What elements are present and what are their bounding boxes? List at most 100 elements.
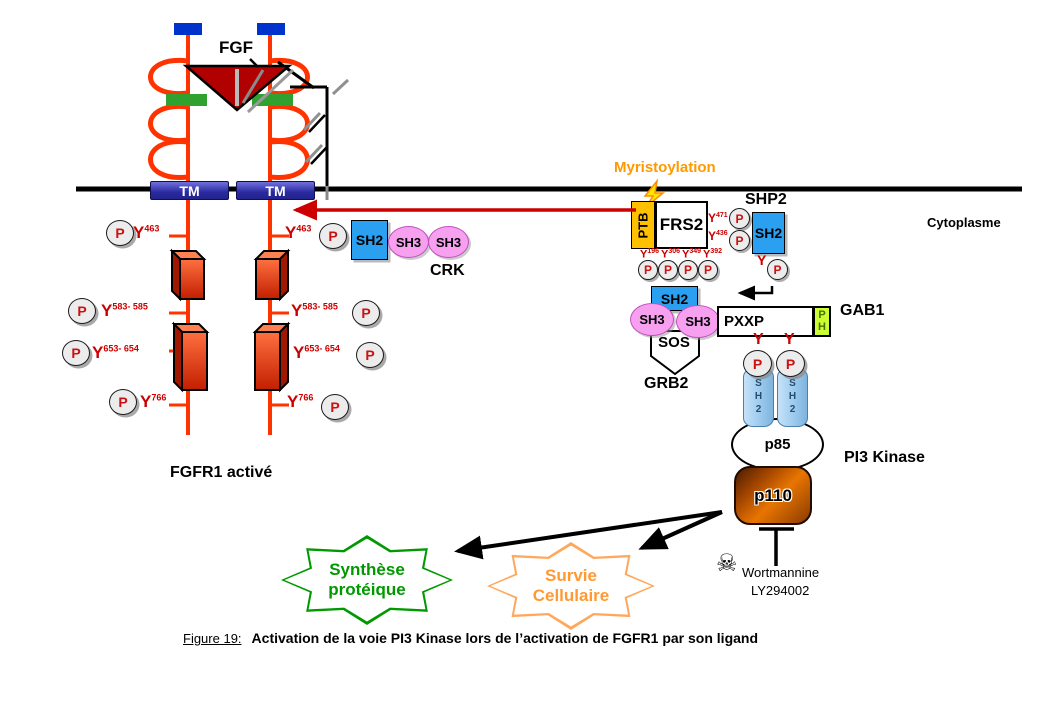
sh3-label: SH3 bbox=[435, 234, 462, 250]
y-letter: Y bbox=[101, 301, 113, 320]
y-number: 653- 654 bbox=[103, 343, 139, 354]
heparin-tick bbox=[331, 78, 350, 96]
phospho-circle: P bbox=[767, 259, 788, 280]
ig-loop bbox=[148, 57, 189, 97]
sh3-label: SH3 bbox=[685, 314, 711, 329]
sh2-letter: 2 bbox=[789, 404, 796, 415]
gab1-y-site: Y bbox=[753, 331, 764, 348]
y-number: 653- 654 bbox=[304, 343, 340, 354]
tm-label: TM bbox=[265, 182, 286, 199]
p-label: P bbox=[330, 399, 340, 415]
grb2-sh3-domain: SH3 bbox=[630, 303, 674, 336]
phospho-circle: P bbox=[106, 220, 134, 246]
caption-text: Activation de la voie PI3 Kinase lors de… bbox=[251, 630, 759, 646]
phospho-circle: P bbox=[62, 340, 90, 366]
p110-label: p110 bbox=[754, 485, 792, 505]
kinase-domain bbox=[179, 258, 205, 300]
p-label: P bbox=[703, 263, 712, 277]
kinase-domain bbox=[254, 331, 281, 391]
phospho-circle: P bbox=[698, 260, 718, 280]
burst-line: Cellulaire bbox=[532, 586, 610, 605]
p-label: P bbox=[683, 263, 692, 277]
y-number: 306 bbox=[668, 248, 681, 255]
p-label: P bbox=[773, 262, 782, 277]
shp2-substrate-y: Y bbox=[757, 252, 767, 268]
y-letter: Y bbox=[708, 229, 717, 243]
kinase-domain bbox=[171, 248, 181, 302]
frs2-site-y471: Y471 bbox=[708, 212, 728, 224]
burst-line: Synthèse bbox=[329, 560, 405, 580]
ph-letter: P bbox=[818, 308, 826, 321]
figure-caption: Figure 19: Activation de la voie PI3 Kina… bbox=[183, 630, 758, 646]
ig-loop bbox=[148, 139, 189, 180]
crk-sh2-domain: SH2 bbox=[351, 220, 388, 260]
sh2-label: SH2 bbox=[754, 225, 783, 241]
y-letter: Y bbox=[293, 343, 305, 362]
myristoylation-label: Myristoylation bbox=[614, 159, 716, 176]
phospho-circle: P bbox=[321, 394, 349, 420]
ly294002-label: LY294002 bbox=[751, 583, 810, 598]
y-letter: Y bbox=[287, 392, 299, 411]
y-number: 766 bbox=[151, 392, 167, 403]
y-number: 196 bbox=[647, 248, 660, 255]
site-y463-left: Y463 bbox=[133, 224, 159, 241]
ptb-label: PTB bbox=[635, 212, 651, 238]
p-label: P bbox=[328, 228, 338, 244]
frs2-label: FRS2 bbox=[659, 215, 704, 234]
sh2-letter: 2 bbox=[755, 404, 762, 415]
p85-subunit: p85 bbox=[731, 418, 824, 471]
tm-domain-left: TM bbox=[150, 181, 229, 200]
shp2-sh2-domain: SH2 bbox=[752, 212, 785, 254]
crk-sh3-domain: SH3 bbox=[428, 226, 469, 258]
phospho-circle: P bbox=[109, 389, 137, 415]
site-y766-left: Y766 bbox=[140, 393, 166, 410]
tm-label: TM bbox=[179, 182, 200, 199]
fgf-pointer-tick bbox=[249, 58, 259, 68]
p-label: P bbox=[365, 347, 375, 363]
crk-label: CRK bbox=[430, 262, 465, 279]
sh2-letter: S bbox=[755, 378, 762, 389]
frs2-box: FRS2 bbox=[655, 201, 708, 249]
fgf-label: FGF bbox=[219, 38, 253, 57]
triangle-shading bbox=[246, 68, 295, 114]
skull-icon: ☠ bbox=[716, 550, 738, 577]
caption-prefix: Figure 19: bbox=[183, 631, 242, 646]
kinase-domain bbox=[279, 321, 289, 393]
p-label: P bbox=[735, 233, 744, 248]
y-number: 349 bbox=[689, 248, 702, 255]
frs2-site-y196: Y196 bbox=[640, 248, 659, 261]
heparin-tick bbox=[308, 114, 326, 133]
phospho-circle: P bbox=[729, 208, 750, 229]
y-letter: Y bbox=[682, 248, 690, 261]
y-number: 463 bbox=[296, 223, 312, 234]
phospho-circle: P bbox=[658, 260, 678, 280]
tm-domain-right: TM bbox=[236, 181, 315, 200]
site-y653-right: Y653- 654 bbox=[293, 344, 340, 361]
phospho-circle: P bbox=[729, 230, 750, 251]
burst-fill bbox=[284, 538, 450, 622]
site-y583-left: Y583- 585 bbox=[101, 302, 148, 319]
cytoplasme-label: Cytoplasme bbox=[927, 215, 1001, 230]
frs2-site-y392: Y392 bbox=[703, 248, 722, 261]
y-number: 463 bbox=[144, 223, 160, 234]
burst-line: protéique bbox=[328, 580, 406, 599]
phospho-circle: P bbox=[743, 350, 772, 377]
kinase-domain bbox=[181, 331, 208, 391]
gab1-label: GAB1 bbox=[840, 302, 885, 319]
sh2-label: SH2 bbox=[660, 290, 689, 307]
fgfr1-active-label: FGFR1 activé bbox=[170, 464, 273, 481]
ph-letter: H bbox=[818, 320, 826, 333]
sh2-letter: H bbox=[754, 391, 763, 402]
p110-subunit: p110 bbox=[734, 466, 812, 525]
grb2-sh3-domain: SH3 bbox=[676, 305, 720, 338]
y-number: 392 bbox=[710, 248, 723, 255]
frs2-site-y306: Y306 bbox=[661, 248, 680, 261]
phospho-circle: P bbox=[352, 300, 380, 326]
frs2-site-y349: Y349 bbox=[682, 248, 701, 261]
p-label: P bbox=[785, 355, 796, 372]
